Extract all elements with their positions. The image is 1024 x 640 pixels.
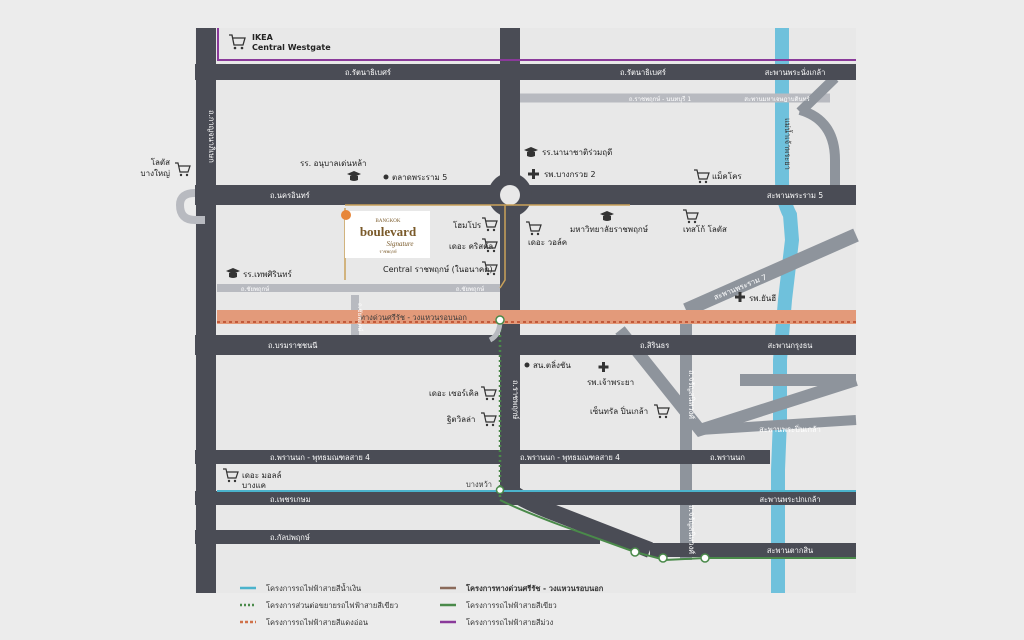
place-ratchaphruek-univ: มหาวิทยาลัยราชพฤกษ์ [570, 224, 648, 234]
road-label-bridge-phrapokklao: สะพานพระปกเกล้า [759, 495, 820, 504]
legend-label-3: โครงการทางด่วนศรีรัช - วงแหวนรอบนอก [465, 583, 604, 593]
place-lotus-1: โลตัส [151, 157, 170, 167]
police-dot [524, 362, 530, 368]
place-chaophraya-hospital: รพ.เจ้าพระยา [587, 378, 634, 387]
bang-wa-station [495, 485, 505, 495]
makro-cart-icon [694, 169, 710, 184]
place-yanhee-hospital: รพ.ยันฮี [749, 294, 776, 303]
place-tesco-lotus: เทสโก้ โลตัส [683, 224, 727, 234]
green-stations [495, 315, 710, 563]
place-the-mall-1: เดอะ มอลล์ [242, 470, 282, 480]
place-anuban-school: รร. อนุบาลเด่นหล้า [300, 159, 367, 168]
place-makro: แม็คโคร [712, 171, 742, 181]
road-label-bridge-pinklao: สะพานพระปิ่นเกล้า [759, 424, 821, 434]
place-nanachat-school: รร.นานาชาติร่วมฤดี [542, 148, 612, 157]
green-line [499, 499, 856, 562]
nanachat-school-icon [524, 147, 538, 157]
place-lotus-2: บางใหญ่ [141, 169, 171, 178]
roundabout-center [500, 185, 520, 205]
lotus-cart-icon [175, 162, 191, 177]
road-label-borommaratchachonnani: ถ.บรมราชชนนี [268, 341, 317, 350]
road-label-nakhon-in: ถ.นครอินทร์ [270, 191, 310, 200]
sirat-expressway [217, 310, 856, 324]
road-label-ratchaphruek-nonthaburi: ถ.ราชพฤกษ์ - นนทบุรี 1 [629, 95, 691, 103]
project-name: boulevard [360, 224, 417, 239]
road-label-phran-nok-m: ถ.พรานนก - พุทธมณฑลสาย 4 [520, 453, 620, 462]
crystal-cart-icon [482, 238, 498, 253]
legend-label-2: โครงการรถไฟฟ้าสายสีแดงอ่อน [266, 618, 368, 627]
road-label-bridge-maha-chetsadabodin: สะพานมหาเจษฎาบดินทร์ [744, 95, 810, 103]
road-label-sirindhorn: ถ.สิรินธร [640, 341, 669, 350]
market-dot [383, 174, 389, 180]
university-icon [600, 211, 614, 221]
road-label-charansanitwong: ถ.จรัญสนิทวงศ์ [687, 370, 696, 419]
road-label-chaiyaphruek-1: ถ.ชัยพฤกษ์ [241, 285, 269, 293]
road-label-bridge-rama5: สะพานพระราม 5 [767, 191, 823, 200]
road-label-kanlapaphruek: ถ.กัลปพฤกษ์ [270, 533, 310, 542]
chaophraya-hospital-icon [598, 362, 609, 372]
legend-label-1: โครงการส่วนต่อขยายรถไฟฟ้าสายสีเขียว [266, 601, 398, 610]
legend-label-0: โครงการรถไฟฟ้าสายสีน้ำเงิน [266, 583, 361, 593]
legend-label-5: โครงการรถไฟฟ้าสายสีม่วง [466, 618, 554, 627]
place-the-mall-2: บางแค [242, 481, 266, 490]
place-the-circle: เดอะ เซอร์เคิล [429, 388, 479, 398]
bangkruai-hospital-icon [528, 169, 539, 179]
road-label-chaiyaphruek-2: ถ.ชัยพฤกษ์ [456, 285, 484, 293]
ikea-icon [229, 34, 246, 50]
place-central-westgate: Central Westgate [252, 43, 331, 52]
the-walk-cart-icon [526, 221, 542, 236]
road-label-ratanathibet-e: ถ.รัตนาธิเบศร์ [620, 68, 666, 77]
place-the-walk: เดอะ วอล์ค [528, 237, 567, 247]
place-bang-wa: บางหว้า [466, 480, 492, 489]
place-thepsirin-school: รร.เทพศิรินทร์ [243, 269, 293, 279]
road-label-bridge-krungthon: สะพานกรุงธน [768, 341, 813, 350]
place-ikea: IKEA [252, 33, 274, 42]
place-taling-chan-station: สน.ตลิ่งชัน [533, 359, 571, 370]
expressway-label: ทางด่วนศรีรัช - วงแหวนรอบนอก [360, 313, 467, 322]
tidvilla-cart-icon [481, 412, 497, 427]
project-sub: ราชพฤกษ์ [379, 249, 397, 254]
circle-cart-icon [481, 386, 497, 401]
purple-line [217, 28, 856, 61]
road-label-charansanitwong-2: ถ.จรัญสนิทวงศ์ [687, 505, 696, 554]
legend-label-4: โครงการรถไฟฟ้าสายสีเขียว [466, 601, 557, 610]
the-mall-cart-icon [223, 468, 239, 483]
road-label-ratchaphruek: ถ.ราชพฤกษ์ [511, 380, 520, 419]
place-homepro: โฮมโปร [453, 220, 482, 230]
legend: โครงการรถไฟฟ้าสายสีน้ำเงินโครงการส่วนต่อ… [240, 583, 604, 627]
road-label-bridge-phra-nang-klao: สะพานพระนั่งเกล้า [765, 67, 826, 77]
road-label-phran-nok-e: ถ.พรานนก [710, 453, 745, 462]
road-label-bridge-taksin: สะพานตากสิน [767, 546, 813, 555]
place-central-pinklao: เซ็นทรัล ปิ่นเกล้า [590, 405, 648, 416]
place-the-crystal: เดอะ คริสตัล [449, 242, 493, 251]
place-central-ratchaphruek: Central ราชพฤกษ์ (ในอนาคต) [383, 264, 493, 274]
river-label: แม่น้ำเจ้าพระยา [783, 118, 793, 170]
thepsirin-school-icon [226, 268, 240, 278]
project-script: Signature [387, 240, 414, 248]
tesco-cart-icon [683, 209, 699, 224]
anuban-school-icon [347, 171, 361, 181]
pinklao-cart-icon [654, 404, 670, 419]
road-label-kanchanaphisek: ถ.กาญจนาภิเษก [207, 110, 216, 163]
project-card[interactable] [345, 211, 430, 258]
project-pin [341, 210, 351, 220]
road-label-ratanathibet-w: ถ.รัตนาธิเบศร์ [345, 68, 391, 77]
road-label-side: ถ.ชัยพฤกษ์ [356, 303, 364, 331]
yanhee-hospital-icon [735, 292, 745, 302]
homepro-cart-icon [482, 217, 498, 232]
road-label-phetkasem: ถ.เพชรเกษม [270, 495, 311, 504]
chaophraya-river [771, 28, 800, 593]
place-rama5-market: ตลาดพระราม 5 [392, 173, 447, 182]
place-bangkruai-hospital: รพ.บางกรวย 2 [544, 170, 596, 179]
central-cart-icon [482, 261, 498, 276]
project-top: BANGKOK [376, 219, 401, 224]
place-tidvilla: ฐิตวิลล่า [446, 415, 475, 424]
road-label-phran-nok-w: ถ.พรานนก - พุทธมณฑลสาย 4 [270, 453, 370, 462]
